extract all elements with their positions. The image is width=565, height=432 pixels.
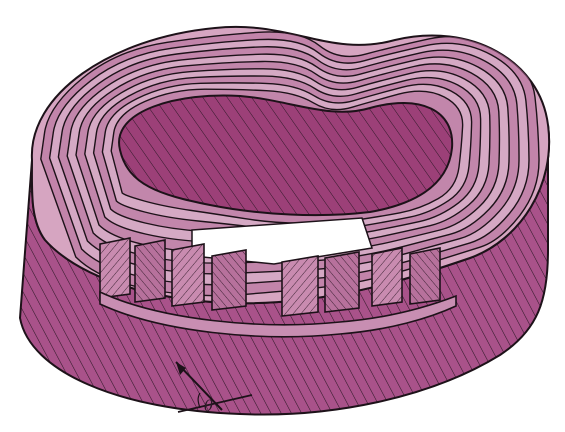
angle-theta-label: θ	[204, 397, 213, 415]
lamella-block	[135, 240, 165, 302]
lamella-block	[212, 250, 246, 310]
lamella-block	[372, 248, 402, 306]
lamella-block	[410, 248, 440, 304]
lamella-block	[172, 244, 204, 306]
lamella-block	[325, 252, 359, 312]
lamella-block	[282, 256, 318, 316]
lamella-block	[100, 238, 130, 298]
